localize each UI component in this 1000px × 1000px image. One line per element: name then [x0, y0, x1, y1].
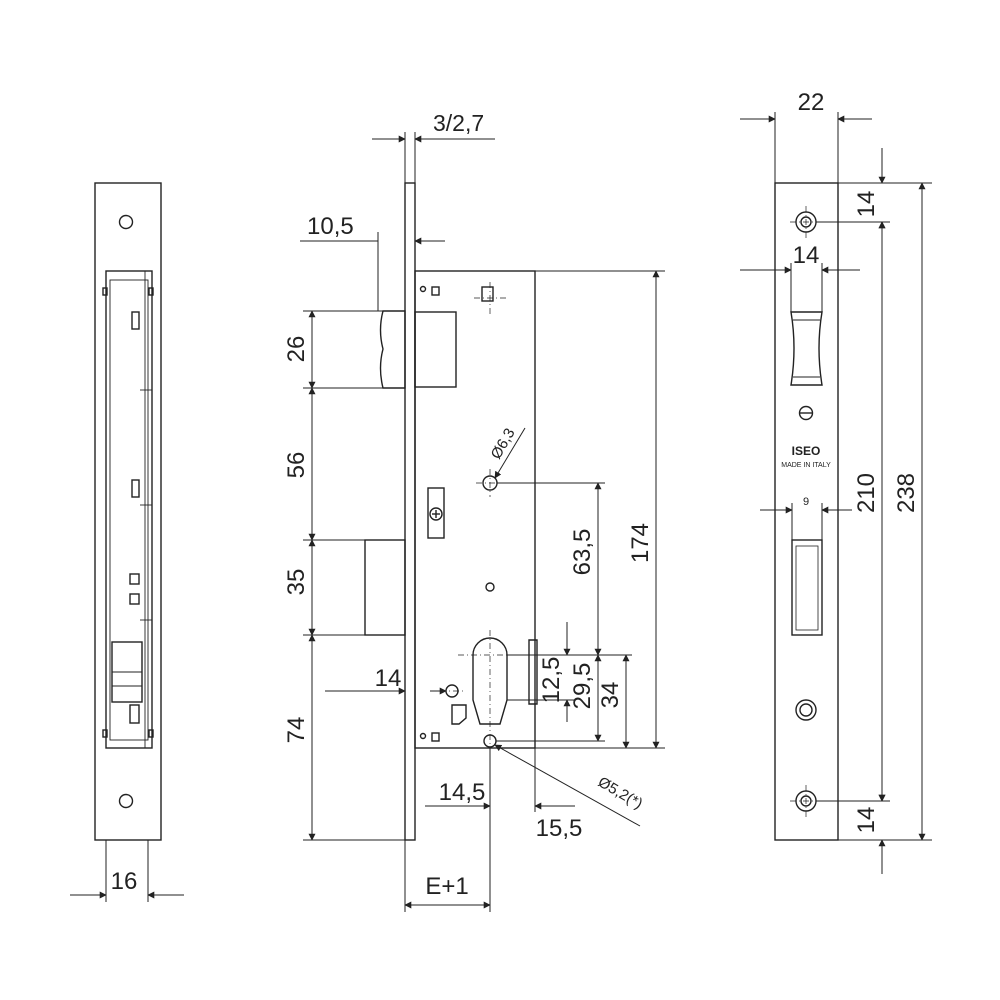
round-hole-inner — [799, 703, 813, 717]
faceplate-view — [774, 182, 839, 841]
leader-line — [494, 744, 641, 827]
bottom-dot — [419, 732, 427, 740]
top-lever — [481, 286, 494, 302]
top-hole-label: 14 — [853, 191, 880, 218]
side-view — [94, 182, 162, 841]
front-view — [364, 182, 538, 841]
case-height-label: 174 — [627, 523, 654, 563]
backset-label: E+1 — [425, 873, 468, 900]
front-dimensions — [300, 132, 665, 912]
small-center-hole — [485, 582, 495, 592]
case-side-notch — [528, 639, 538, 705]
side-bottom-screw-hole — [118, 793, 134, 809]
side-tab — [148, 287, 154, 296]
bottom-screw-hole-inner — [800, 795, 812, 807]
screw-hole-label: Ø5,2(*) — [595, 774, 645, 813]
follower-screw — [429, 507, 443, 521]
cylinder-offset-34-label: 34 — [597, 682, 624, 709]
side-clip — [131, 311, 140, 330]
offset-14-5-label: 14,5 — [439, 779, 486, 806]
faceplate-outline — [774, 182, 839, 841]
faceplate-width-label: 22 — [798, 89, 825, 116]
dead-bolt-outline — [791, 539, 823, 636]
side-top-screw-hole — [118, 214, 134, 230]
side-clip — [131, 479, 140, 498]
cylinder-offset-29-5-label: 29,5 — [569, 663, 596, 710]
euro-cylinder-cutout — [472, 637, 508, 725]
latch-outline — [790, 311, 823, 386]
top-dot — [419, 285, 427, 293]
spacing-56-label: 56 — [283, 452, 310, 479]
faceplate-dimensions — [740, 112, 932, 874]
dead-bolt-inner — [795, 545, 819, 631]
side-faceplate — [94, 182, 162, 841]
faceplate-thickness-label: 3/2,7 — [433, 110, 484, 136]
leader-line — [494, 427, 526, 479]
latch-bolt — [379, 310, 406, 389]
side-clip — [129, 704, 140, 724]
bolt-height-label: 35 — [283, 569, 310, 596]
total-height-label: 238 — [893, 473, 920, 513]
offset-14-label: 14 — [375, 665, 402, 692]
bolt-width-label: 9 — [803, 496, 809, 508]
latch-width-label: 14 — [793, 242, 820, 269]
top-screw-hole-inner — [800, 216, 812, 228]
latch-projection-label: 10,5 — [307, 213, 354, 240]
hole-span-label: 210 — [853, 473, 880, 513]
side-tab — [102, 287, 108, 296]
side-tab — [102, 729, 108, 738]
side-case-inner — [109, 279, 149, 741]
latch-bolt-body — [414, 311, 457, 388]
top-small-slot — [431, 286, 440, 296]
brand-text: ISEO — [792, 444, 821, 458]
front-faceplate-edge — [404, 182, 416, 841]
follower-block — [427, 487, 445, 539]
latch-height-label: 26 — [283, 336, 310, 363]
made-in-text: MADE IN ITALY — [781, 462, 831, 469]
front-center-lines — [440, 282, 522, 760]
hole-to-cylinder-label: 63,5 — [569, 529, 596, 576]
hole-diameter-label: Ø6,3 — [488, 425, 519, 462]
bottom-hole-label: 14 — [853, 807, 880, 834]
side-lock-case — [105, 270, 153, 749]
side-tab — [148, 729, 154, 738]
side-clip — [129, 573, 140, 585]
round-hole-outer — [795, 699, 817, 721]
bottom-74-label: 74 — [283, 717, 310, 744]
side-width-label: 16 — [111, 868, 138, 895]
bottom-small-slot — [431, 732, 440, 742]
middle-screw — [798, 405, 814, 421]
offset-15-5-label: 15,5 — [536, 815, 583, 842]
bottom-lever — [451, 704, 467, 725]
dead-bolt — [364, 539, 406, 636]
cylinder-offset-12-5-label: 12,5 — [538, 657, 565, 704]
faceplate-center-lines — [790, 206, 822, 817]
side-width-dimension — [70, 840, 184, 902]
front-lock-case — [414, 270, 536, 749]
side-clip — [129, 593, 140, 605]
